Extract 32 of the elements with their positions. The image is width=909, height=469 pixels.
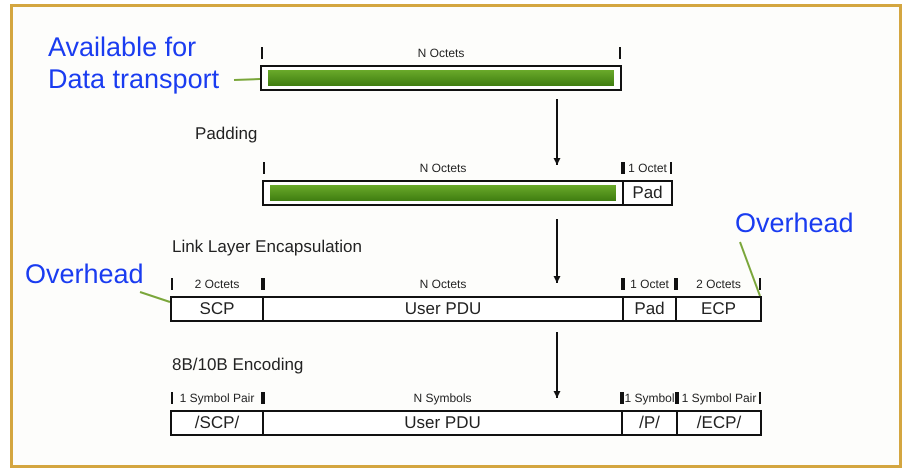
size-label: N Symbols [414,391,472,405]
leader-line [140,291,170,303]
packet-field: Pad [622,180,673,206]
callout-text: Overhead [735,205,875,241]
arrow [554,332,560,398]
callout-text: Available for Data transport [48,28,248,98]
size-label: 1 Octet [628,161,667,175]
section-heading: Link Layer Encapsulation [172,237,362,257]
size-label: 1 Symbol [624,391,675,405]
leader-line [739,242,761,296]
section-heading: Padding [195,124,258,144]
size-label: 1 Symbol Pair [180,391,254,405]
packet-field: ECP [675,296,762,322]
arrow [554,219,560,283]
packet-field: Pad [622,296,677,322]
size-label: N Octets [420,161,466,175]
packet-field: /P/ [621,410,678,436]
size-label: 2 Octets [194,277,240,291]
packet-field: /ECP/ [676,410,762,436]
callout-text: Overhead [25,256,165,292]
packet-field: User PDU [262,296,624,322]
arrow [554,99,560,165]
section-heading: 8B/10B Encoding [172,355,304,375]
leader-line [234,78,260,81]
size-label: N Octets [420,277,466,291]
size-label: 1 Symbol Pair [682,391,756,405]
size-label: N Octets [418,46,464,60]
packet-field: SCP [170,296,264,322]
size-label: 1 Octet [630,277,669,291]
packet-field: /SCP/ [170,410,264,436]
size-label: 2 Octets [696,277,741,291]
packet-field: User PDU [262,410,623,436]
